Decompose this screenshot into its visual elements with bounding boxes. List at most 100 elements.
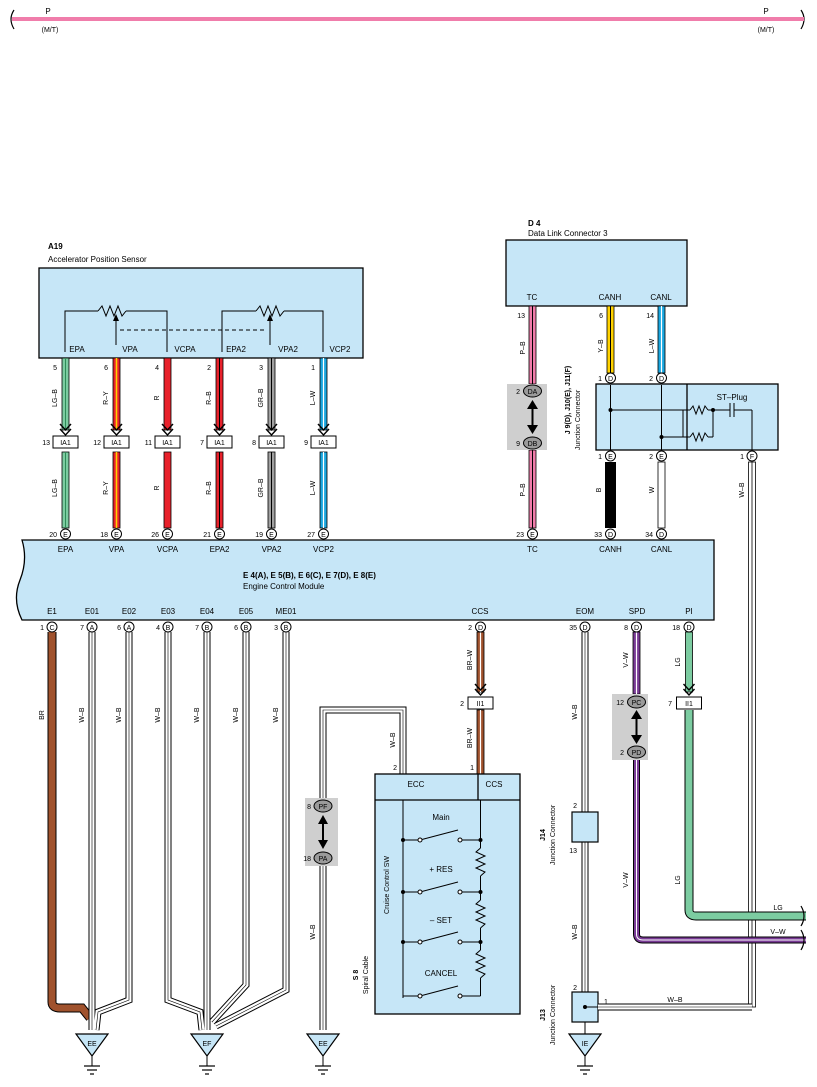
gnd-color-e05: W–B [233,707,240,723]
a19-term-epa: EPA [69,345,85,354]
ecm-conn-tc: E [530,532,535,539]
ecm-term-tc: TC [527,545,538,554]
gnd-pin-e02: 6 [117,625,121,632]
d4-connector: D 4 Data Link Connector 3 TC CANH CANL [505,219,688,307]
db-pin: 9 [516,441,520,448]
switch-set: – SET [430,916,452,925]
dlc-tc-color-lower: P–B [520,483,527,497]
pc-pin: 12 [616,700,624,707]
s8-sub: Cruise Control SW [384,856,391,914]
gnd-conn-e05: B [244,625,249,632]
ia1-label-epa: IA1 [60,440,71,447]
ecm-term-epa: EPA [58,545,74,554]
pc-label: PC [632,700,642,707]
eom-color: W–B [572,704,579,720]
ecm-term-e05: E05 [239,607,254,616]
ecm-pin-epa: 20 [49,532,57,539]
a19-pin-vcpa: 4 [155,365,159,372]
ia1-label-vpa2: IA1 [266,440,277,447]
pi-color-upper: LG [675,657,682,666]
da-pin: 2 [516,389,520,396]
ecm-term-vpa2: VPA2 [262,545,282,554]
gnd-pin-e03: 4 [156,625,160,632]
gnd-color-e02: W–B [116,707,123,723]
switch-cancel: CANCEL [425,969,458,978]
ground-label-ee-mid: EE [318,1041,328,1048]
pi-conn: D [686,625,691,632]
pi-color-lower: LG [675,875,682,884]
gnd-pin-me01: 3 [274,625,278,632]
j13-name: Junction Connector [550,984,557,1045]
wire-color-vcp2-upper: L–W [310,390,317,405]
pf-pin: 8 [307,804,311,811]
j13-pin-top: 2 [573,985,577,992]
da-label: DA [528,389,538,396]
ecm-term-pi: PI [685,607,693,616]
wire-color-vcpa-lower: R [154,485,161,490]
s8-term-ccs: CCS [486,780,503,789]
dlc-wires: DA DB 2 9 13 P–B P–B E 23 6 Y–B 14 L–W [507,305,666,540]
a19-pin-vpa2: 3 [259,365,263,372]
dlc-canl-pin: 14 [646,313,654,320]
gnd-conn-e01: A [90,625,95,632]
jconn-canh-color: B [596,487,603,492]
a19-pin-vpa: 6 [104,365,108,372]
ground-ie: IE [567,1033,603,1075]
d4-name: Data Link Connector 3 [528,229,608,238]
j14-pin-top: 2 [573,803,577,810]
ia1-label-vpa: IA1 [111,440,122,447]
ground-label-ee-left: EE [87,1041,97,1048]
sensor-wires: 5 6 4 2 3 1 LG–B R–Y R R–B GR–B L–W LG–B… [42,357,337,540]
jconn-out-pin-2: 2 [649,454,653,461]
pa-label: PA [319,856,328,863]
eom-wire: D 35 W–B 2 13 J14 Junction Connector W–B… [540,621,752,1045]
ecm-term-e01: E01 [85,607,100,616]
ccs-color-upper: BR–W [467,650,474,671]
ecm-pin-vpa2: 19 [255,532,263,539]
ecm-pin-epa2: 21 [203,532,211,539]
ia1-label-vcpa: IA1 [162,440,173,447]
top-wire-color-right: P [763,7,768,16]
wire-color-epa-lower: LG–B [52,479,59,497]
top-wire-color-left: P [45,7,50,16]
j14-code: J14 [540,829,547,841]
s8-ecc-pin: 2 [393,765,397,772]
ecm-term-canh: CANH [599,545,622,554]
ecm-term-epa2: EPA2 [210,545,230,554]
db-label: DB [528,441,538,448]
ecm-pin-canl: 34 [645,532,653,539]
ground-wires: C A A B B B B 1 7 6 4 7 6 3 BR W–B W–B W… [39,621,292,1031]
s8-lower-color: W–B [310,924,317,940]
top-wire: P (M/T) P (M/T) [10,7,805,34]
s8-ecc-color: W–B [390,732,397,748]
gnd-conn-e02: A [127,625,132,632]
ecm-module: EPA VPA VCPA EPA2 VPA2 VCP2 TC CANH CANL… [15,539,715,621]
ecm-term-e03: E03 [161,607,176,616]
gnd-conn-e1: C [49,625,54,632]
ecm-code: E 4(A), E 5(B), E 6(C), E 7(D), E 8(E) [243,571,376,580]
wire-vpa2 [267,357,276,529]
wire-color-vpa-upper: R–Y [103,391,110,405]
ground-ee-left: EE [74,1033,110,1075]
gnd-pin-e01: 7 [80,625,84,632]
ecm-conn-canl: D [659,532,664,539]
wire-color-epa2-upper: R–B [206,391,213,405]
wire-epa [61,357,70,529]
ecm-term-vcpa: VCPA [157,545,179,554]
pa-pin: 18 [303,856,311,863]
a19-sensor: A19 Accelerator Position Sensor EPA VPA … [38,242,364,359]
gnd-conn-me01: B [284,625,289,632]
ecm-term-eom: EOM [576,607,595,616]
spd-color-upper: V–W [623,652,630,668]
j13-side-color: W–B [667,997,683,1004]
ecm-pin-vpa: 18 [100,532,108,539]
ecm-term-spd: SPD [629,607,646,616]
jconn-f-color: W–B [739,482,746,498]
pi-right-color: LG [773,905,782,912]
pi-ii1-label: II1 [685,701,693,708]
jconn-in-conn-2: D [659,376,664,383]
jconn-name: Junction Connector [575,389,582,450]
a19-term-vcpa: VCPA [174,345,196,354]
j14-pin-bottom: 13 [569,848,577,855]
